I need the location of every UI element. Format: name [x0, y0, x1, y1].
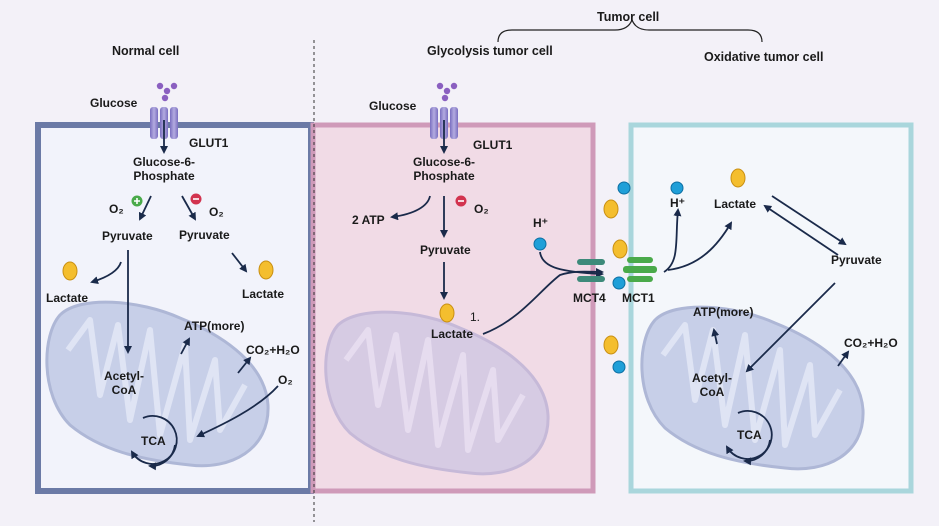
mct4-transporter — [577, 259, 605, 282]
heading-normal-cell: Normal cell — [112, 44, 180, 58]
proton-molecules — [533, 181, 684, 374]
glycolysis-pyruvate-label: Pyruvate — [420, 243, 471, 257]
o2-plus-badge — [131, 195, 143, 207]
normal-pyruvate-left-label: Pyruvate — [102, 229, 153, 243]
normal-lactate-right-label: Lactate — [242, 287, 285, 301]
normal-o2-right-label: O₂ — [209, 205, 224, 219]
glycolysis-h-plus-label: H⁺ — [533, 216, 548, 230]
normal-g6p-line2: Phosphate — [133, 169, 195, 183]
oxidative-tca-label: TCA — [737, 428, 762, 442]
oxidative-acetyl-coa-label: Acetyl- CoA — [684, 371, 740, 399]
normal-co2-label: CO₂+H₂O — [246, 343, 300, 357]
glycolysis-g6p-line1: Glucose-6- — [412, 155, 475, 169]
glycolysis-o2-minus-badge — [455, 195, 467, 207]
normal-tca-cycle — [130, 415, 178, 471]
oxidative-h-plus-label: H⁺ — [670, 196, 685, 210]
glycolysis-pathway-arrows — [390, 120, 604, 335]
normal-g6p-line1: Glucose-6- — [132, 155, 195, 169]
mct1-label: MCT1 — [622, 291, 655, 305]
heading-oxidative-tumor-cell: Oxidative tumor cell — [704, 50, 824, 64]
oxidative-acetyl-line2: CoA — [699, 385, 725, 399]
lactate-molecules — [62, 168, 746, 355]
normal-glucose-label: Glucose — [90, 96, 138, 110]
normal-lactate-left-label: Lactate — [46, 291, 89, 305]
oxidative-co2-label: CO₂+H₂O — [844, 336, 898, 350]
oxidative-lactate-label: Lactate — [714, 197, 757, 211]
glycolysis-g6p-label: Glucose-6- Phosphate — [404, 155, 484, 183]
glycolysis-mitochondrion — [324, 310, 550, 476]
mct1-transporter — [623, 257, 657, 282]
glycolysis-lactate-label: Lactate — [431, 327, 474, 341]
normal-acetyl-line1: Acetyl- — [103, 369, 144, 383]
normal-glut1-label: GLUT1 — [189, 136, 229, 150]
heading-glycolysis-tumor-cell: Glycolysis tumor cell — [427, 44, 553, 58]
glycolysis-glut1-label: GLUT1 — [473, 138, 513, 152]
normal-acetyl-line2: CoA — [111, 383, 137, 397]
heading-tumor-cell: Tumor cell — [597, 10, 660, 24]
oxidative-acetyl-line1: Acetyl- — [691, 371, 732, 385]
tumor-cell-brace — [497, 18, 763, 43]
glycolysis-glucose-molecules — [436, 82, 458, 102]
glycolysis-step-label: 1. — [470, 310, 481, 324]
oxidative-tca-cycle — [725, 410, 773, 466]
glycolysis-g6p-line2: Phosphate — [413, 169, 475, 183]
normal-g6p-label: Glucose-6- Phosphate — [124, 155, 204, 183]
normal-acetyl-coa-label: Acetyl- CoA — [96, 369, 152, 397]
oxidative-pathway-arrows — [663, 195, 850, 373]
normal-atp-label: ATP(more) — [184, 319, 245, 333]
mct4-label: MCT4 — [573, 291, 606, 305]
glycolysis-o2-label: O₂ — [474, 202, 489, 216]
normal-mitochondrion — [45, 300, 270, 468]
o2-minus-badge — [190, 193, 202, 205]
oxidative-atp-label: ATP(more) — [693, 305, 754, 319]
glycolysis-atp-label: 2 ATP — [352, 213, 385, 227]
normal-pyruvate-right-label: Pyruvate — [179, 228, 230, 242]
normal-o2-left-label: O₂ — [109, 202, 124, 216]
normal-glut1-transporter — [150, 107, 178, 139]
normal-o2-mito-label: O₂ — [278, 373, 293, 387]
normal-tca-label: TCA — [141, 434, 166, 448]
oxidative-pyruvate-label: Pyruvate — [831, 253, 882, 267]
normal-glucose-molecules — [156, 82, 178, 102]
normal-pathway-arrows — [90, 120, 279, 438]
oxidative-mitochondrion — [640, 305, 865, 471]
glycolysis-glucose-label: Glucose — [369, 99, 417, 113]
